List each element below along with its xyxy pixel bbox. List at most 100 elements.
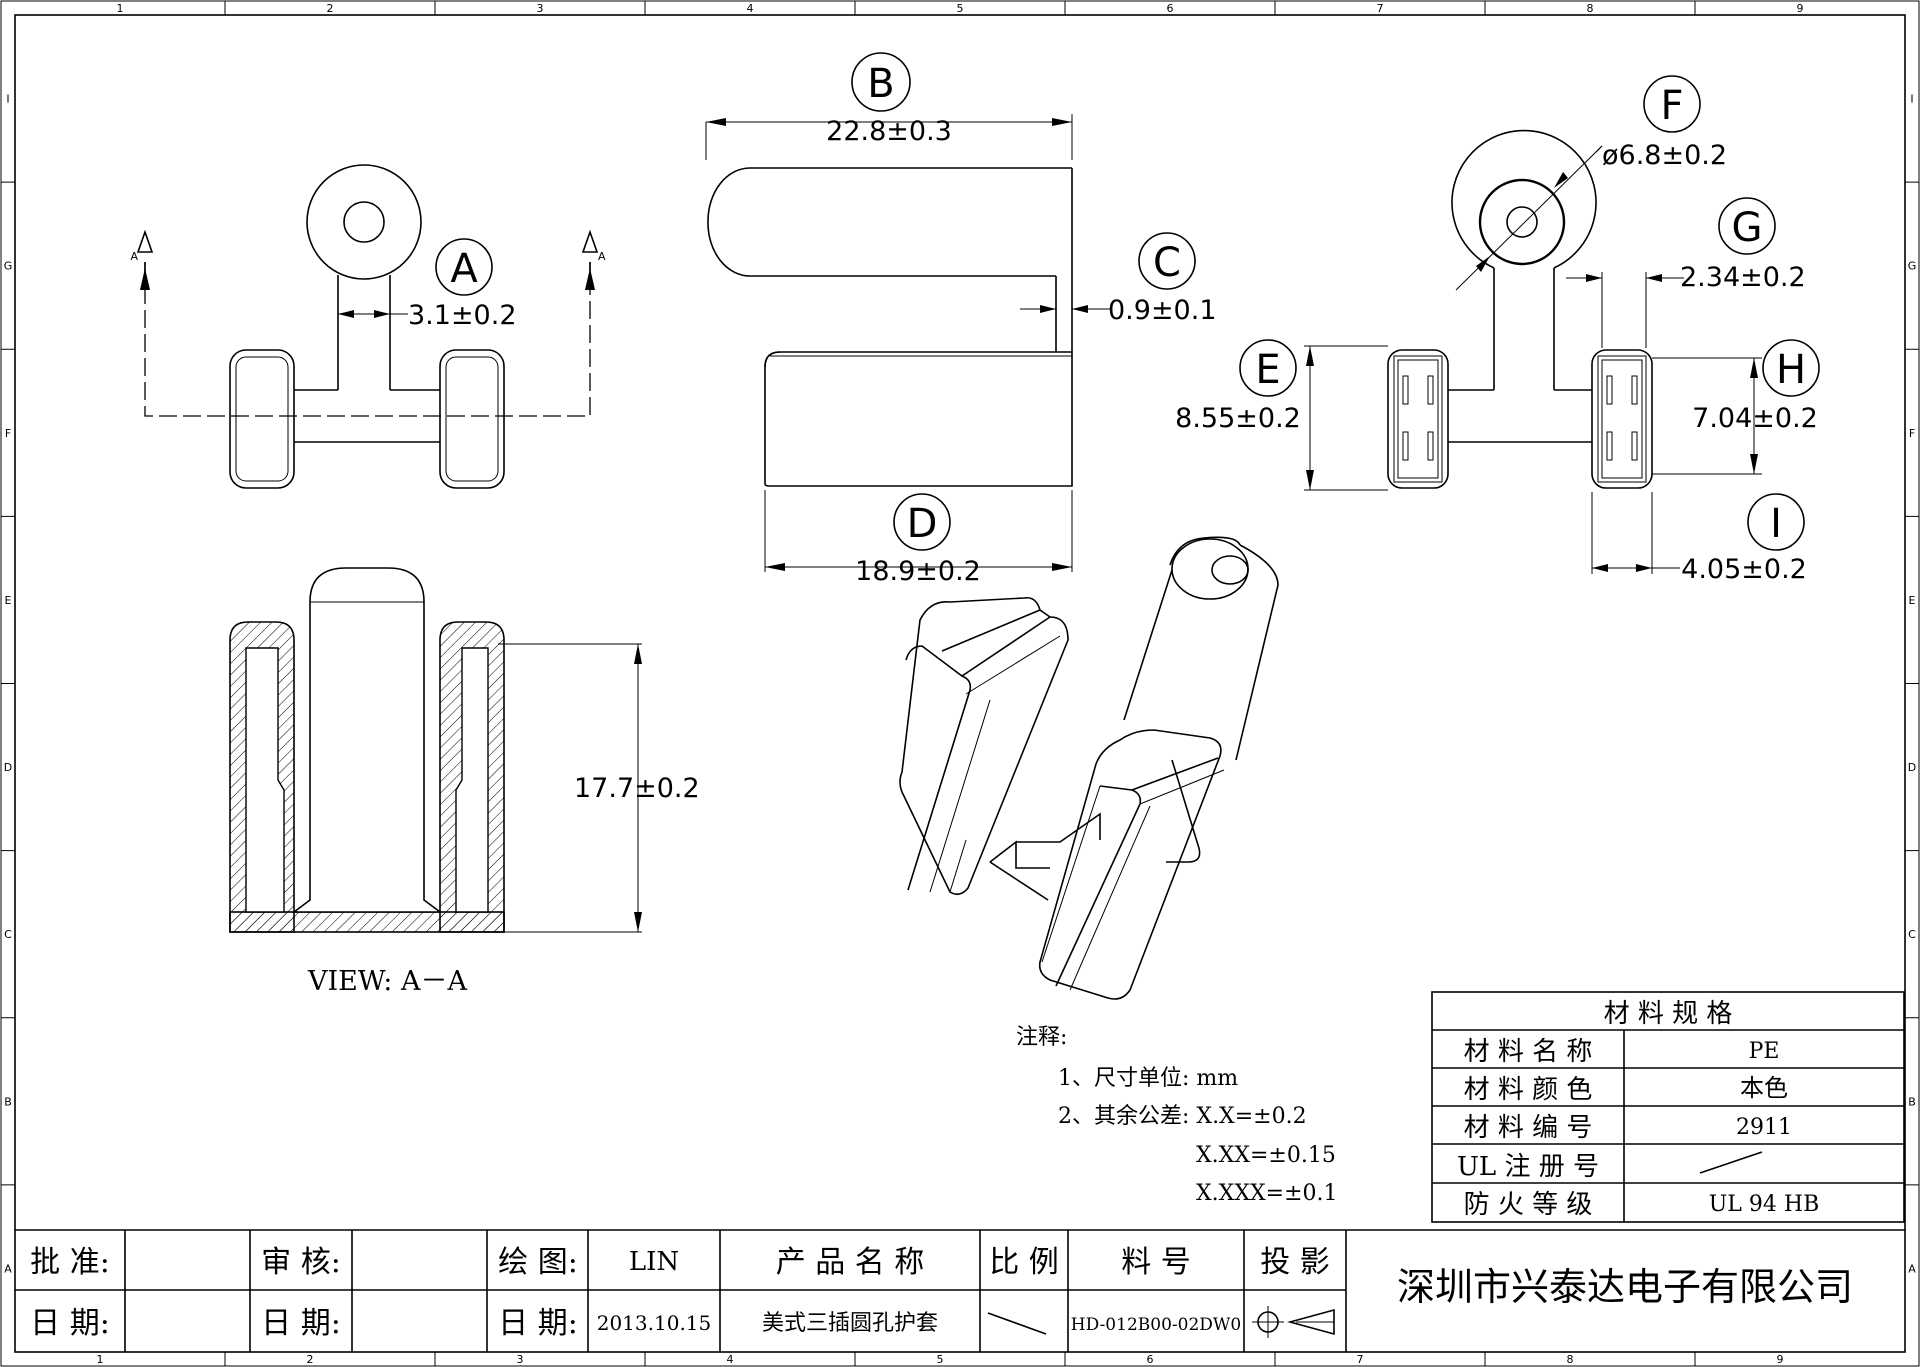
balloon-h-label: H — [1776, 347, 1806, 393]
dim-d-value: 18.9±0.2 — [855, 556, 981, 587]
material-number-key: 材 料 编 号 — [1464, 1113, 1593, 1143]
balloon-b — [851, 52, 911, 112]
grid-row-label-right: G — [1908, 260, 1917, 273]
balloon-i-label: I — [1770, 501, 1782, 547]
material-name-key: 材 料 名 称 — [1464, 1037, 1593, 1067]
review-label: 审 核: — [261, 1245, 341, 1280]
grid-row-label-left: I — [6, 93, 9, 106]
grid-column-label-bottom: 3 — [517, 1353, 524, 1366]
grid-row-label-right: I — [1910, 93, 1913, 106]
section-view-a-a — [229, 567, 642, 933]
grid-column-label-bottom: 2 — [307, 1353, 314, 1366]
dim-b-value: 22.8±0.3 — [826, 116, 952, 147]
grid-column-label-bottom: 6 — [1147, 1353, 1154, 1366]
balloon-c — [1138, 232, 1196, 290]
grid-row-label-left: C — [4, 928, 12, 941]
notes-title: 注释: — [1016, 1025, 1067, 1050]
fire-rating-value: UL 94 HB — [1709, 1192, 1819, 1217]
balloon-f-label: F — [1660, 83, 1683, 129]
ul-registration-key: UL 注 册 号 — [1457, 1152, 1599, 1182]
top-view-left — [136, 164, 599, 489]
part-no-label: 料 号 — [1121, 1245, 1191, 1280]
grid-column-label-top: 2 — [327, 2, 334, 15]
date-label-3: 日 期: — [498, 1306, 578, 1341]
date-label-2: 日 期: — [261, 1306, 341, 1341]
material-name-value: PE — [1749, 1039, 1780, 1064]
balloon-e — [1239, 339, 1297, 397]
grid-column-label-top: 7 — [1377, 2, 1384, 15]
dim-h-value: 7.04±0.2 — [1692, 403, 1818, 434]
dim-i-value: 4.05±0.2 — [1681, 554, 1807, 585]
date-label-1: 日 期: — [30, 1306, 110, 1341]
section-arrow-right-label: A — [598, 250, 606, 263]
notes-line-1: 1、尺寸单位: mm — [1058, 1066, 1238, 1091]
date-value-3: 2013.10.15 — [597, 1311, 712, 1335]
company-name: 深圳市兴泰达电子有限公司 — [1397, 1265, 1853, 1309]
balloon-f — [1643, 75, 1701, 133]
grid-row-label-right: B — [1908, 1095, 1916, 1108]
section-arrow-left-label: A — [130, 250, 138, 263]
grid-column-label-bottom: 7 — [1357, 1353, 1364, 1366]
grid-column-label-bottom: 4 — [727, 1353, 734, 1366]
part-no-value: HD-012B00-02DW0 — [1071, 1315, 1241, 1335]
balloon-c-label: C — [1153, 240, 1181, 286]
grid-column-label-bottom: 9 — [1777, 1353, 1784, 1366]
grid-column-label-bottom: 8 — [1567, 1353, 1574, 1366]
title-block — [15, 1229, 1905, 1352]
grid-row-label-left: E — [5, 594, 12, 607]
grid-column-label-top: 1 — [117, 2, 124, 15]
grid-row-label-right: F — [1909, 427, 1915, 440]
material-number-value: 2911 — [1736, 1115, 1792, 1140]
top-view-right — [1304, 129, 1762, 574]
grid-column-label-bottom: 1 — [97, 1353, 104, 1366]
dim-section-height: 17.7±0.2 — [574, 773, 700, 804]
balloon-i — [1747, 493, 1805, 551]
fire-rating-key: 防 火 等 级 — [1464, 1190, 1593, 1220]
approve-label: 批 准: — [30, 1245, 110, 1280]
grid-row-label-left: B — [4, 1095, 12, 1108]
dim-e-value: 8.55±0.2 — [1175, 403, 1301, 434]
grid-row-label-left: G — [4, 260, 13, 273]
balloon-g — [1718, 197, 1776, 255]
draw-value: LIN — [629, 1247, 679, 1277]
balloon-d — [893, 493, 951, 551]
grid-column-label-top: 8 — [1587, 2, 1594, 15]
product-name-value: 美式三插圆孔护套 — [762, 1311, 938, 1336]
dim-f-value: ø6.8±0.2 — [1602, 140, 1727, 171]
grid-row-label-right: C — [1908, 928, 1916, 941]
projection-label: 投 影 — [1260, 1245, 1330, 1280]
side-view — [705, 114, 1110, 572]
balloon-d-label: D — [907, 501, 938, 547]
balloon-e-label: E — [1255, 347, 1280, 393]
dim-g-value: 2.34±0.2 — [1680, 262, 1806, 293]
balloon-h — [1762, 339, 1820, 397]
product-name-label: 产 品 名 称 — [776, 1245, 925, 1280]
dim-a-value: 3.1±0.2 — [408, 300, 517, 331]
grid-column-label-top: 9 — [1797, 2, 1804, 15]
inner-border — [14, 14, 1906, 1353]
balloon-b-label: B — [867, 61, 894, 107]
notes-line-2: 2、其余公差: X.X=±0.2 — [1058, 1104, 1307, 1129]
grid-column-label-top: 5 — [957, 2, 964, 15]
grid-column-label-top: 4 — [747, 2, 754, 15]
balloon-a-label: A — [450, 246, 478, 292]
grid-column-label-top: 3 — [537, 2, 544, 15]
grid-row-label-right: D — [1908, 761, 1916, 774]
grid-row-label-right: E — [1909, 594, 1916, 607]
draw-label: 绘 图: — [498, 1245, 578, 1280]
isometric-view — [899, 536, 1279, 1000]
material-color-key: 材 料 颜 色 — [1464, 1075, 1593, 1105]
balloon-a — [435, 238, 493, 296]
view-label: VIEW: A－A — [307, 966, 467, 997]
grid-row-label-left: D — [4, 761, 12, 774]
grid-column-label-top: 6 — [1167, 2, 1174, 15]
material-table-title: 材 料 规 格 — [1604, 999, 1733, 1029]
scale-label: 比 例 — [989, 1245, 1059, 1280]
grid-row-label-right: A — [1908, 1262, 1916, 1275]
balloon-g-label: G — [1732, 205, 1763, 251]
grid-row-label-left: F — [5, 427, 11, 440]
notes-line-4: X.XXX=±0.1 — [1196, 1181, 1338, 1206]
grid-column-label-bottom: 5 — [937, 1353, 944, 1366]
